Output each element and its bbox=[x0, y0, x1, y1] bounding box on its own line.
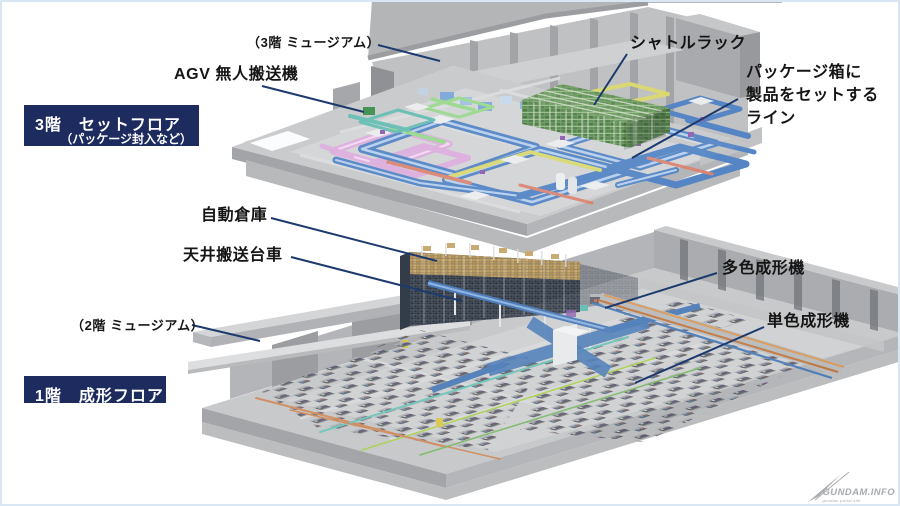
floor3-title: 3階 セットフロア bbox=[35, 117, 181, 134]
floor1-building bbox=[188, 226, 898, 500]
label-auto-warehouse: 自動倉庫 bbox=[201, 207, 268, 224]
leader-shuttle bbox=[593, 53, 628, 106]
floor1-title: 1階 成形フロア bbox=[35, 387, 164, 405]
label-package-line: パッケージ箱に製品をセットするライン bbox=[746, 64, 879, 127]
leader-museum2f bbox=[191, 324, 261, 342]
label-agv: AGV 無人搬送機 bbox=[174, 66, 299, 83]
floor3-title-box: 3階 セットフロア （パッケージ封入など） bbox=[24, 105, 199, 146]
shuttle-rack-block bbox=[522, 84, 670, 148]
watermark-subtext: gundam portal site bbox=[822, 498, 861, 503]
leader-multi bbox=[604, 272, 718, 309]
leader-single bbox=[634, 326, 765, 384]
gundam-info-watermark: GUNDAM.INFO gundam portal site bbox=[807, 471, 895, 503]
leader-museum3f bbox=[377, 44, 441, 62]
leader-agv bbox=[261, 85, 365, 113]
label-singlecolor-molding: 単色成形機 bbox=[767, 313, 851, 330]
leader-warehouse bbox=[270, 217, 438, 262]
floor1-title-box: 1階 成形フロア bbox=[24, 376, 166, 405]
orange-conveyor bbox=[591, 292, 845, 380]
label-shuttle-rack: シャトルラック bbox=[630, 35, 747, 52]
ceiling-carrier-conveyor bbox=[427, 280, 701, 393]
label-ceiling-carrier: 天井搬送台車 bbox=[183, 247, 283, 264]
leader-package bbox=[631, 98, 739, 159]
label-museum-2f: （2階 ミュージアム） bbox=[71, 318, 205, 333]
leader-ceiling bbox=[290, 256, 463, 302]
label-museum-3f: （3階 ミュージアム） bbox=[247, 35, 381, 50]
watermark-brand: GUNDAM.INFO bbox=[822, 487, 895, 498]
floor3-subtitle: （パッケージ封入など） bbox=[60, 132, 192, 146]
floor3-building bbox=[232, 2, 782, 254]
label-multicolor-molding: 多色成形機 bbox=[722, 260, 806, 277]
watermark-swoosh-icon bbox=[807, 471, 849, 502]
